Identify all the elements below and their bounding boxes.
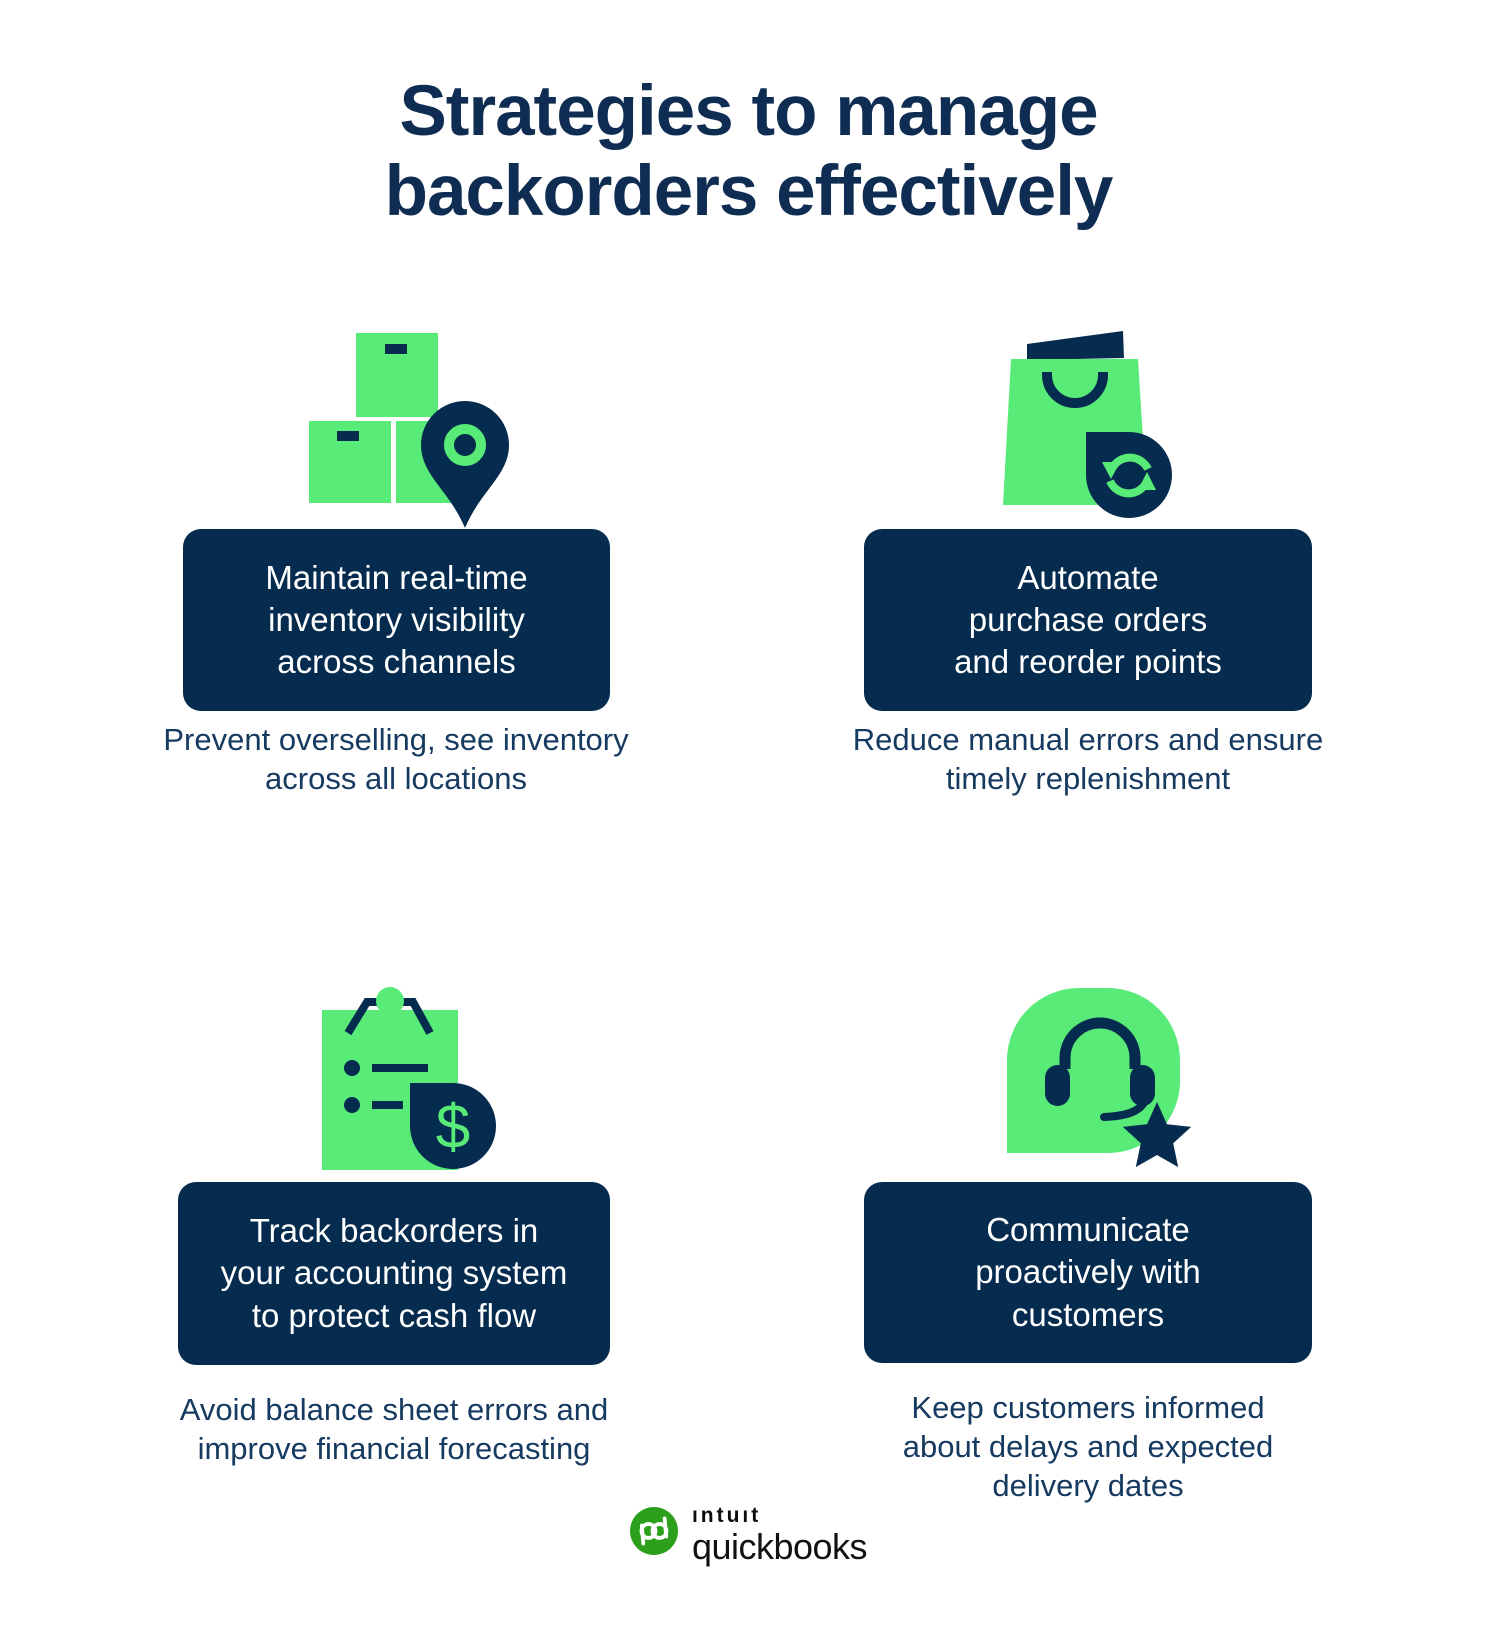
strategy-card-communicate: Communicate proactively with customers (864, 1182, 1312, 1363)
strategy-card-title: Track backorders in your accounting syst… (220, 1212, 568, 1334)
quickbooks-logo-icon (629, 1507, 678, 1555)
intuit-wordmark: ıntuıt (691, 1504, 762, 1527)
page-title: Strategies to manage backorders effectiv… (384, 72, 1114, 232)
svg-text:$: $ (436, 1093, 470, 1162)
clipboard-dollar-icon: $ (322, 987, 496, 1170)
inventory-boxes-location-icon (309, 333, 509, 528)
strategy-subtitle-inventory: Prevent overselling, see inventory acros… (163, 722, 629, 797)
support-chat-star-icon (1007, 988, 1192, 1168)
strategy-card-automate: Automate purchase orders and reorder poi… (864, 529, 1312, 711)
strategy-subtitle-automate: Reduce manual errors and ensure timely r… (852, 722, 1324, 797)
strategy-card-title: Communicate proactively with customers (975, 1211, 1201, 1333)
footer-brand: ıntuıt quickbooks (0, 1503, 1497, 1573)
strategy-subtitle-communicate: Keep customers informed about delays and… (902, 1390, 1274, 1504)
quickbooks-wordmark: quickbooks (691, 1526, 868, 1567)
strategy-card-inventory: Maintain real-time inventory visibility … (183, 529, 610, 711)
strategy-card-track: Track backorders in your accounting syst… (178, 1182, 610, 1365)
shopping-bag-refresh-icon (1003, 331, 1172, 518)
strategy-subtitle-track: Avoid balance sheet errors and improve f… (179, 1392, 609, 1467)
strategy-card-title: Automate purchase orders and reorder poi… (954, 558, 1222, 681)
strategy-card-title: Maintain real-time inventory visibility … (265, 558, 528, 681)
